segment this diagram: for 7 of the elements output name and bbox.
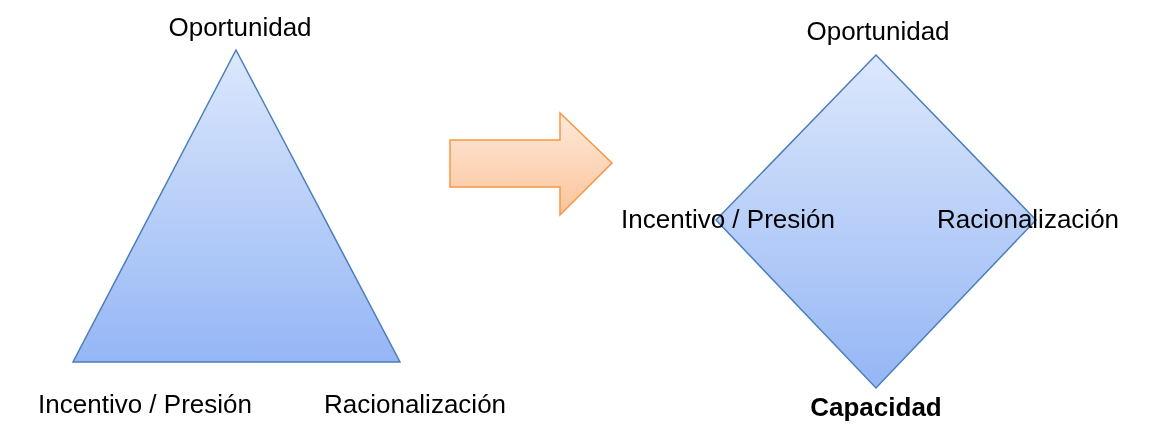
vertex-label: Oportunidad <box>806 17 950 47</box>
vertex-label: Capacidad <box>810 393 942 423</box>
vertex-label: Racionalización <box>323 390 507 420</box>
vertex-label: Oportunidad <box>168 13 312 43</box>
block-arrow <box>449 111 614 217</box>
vertex-label: Racionalización <box>936 205 1120 235</box>
vertex-label: Incentivo / Presión <box>38 390 252 420</box>
